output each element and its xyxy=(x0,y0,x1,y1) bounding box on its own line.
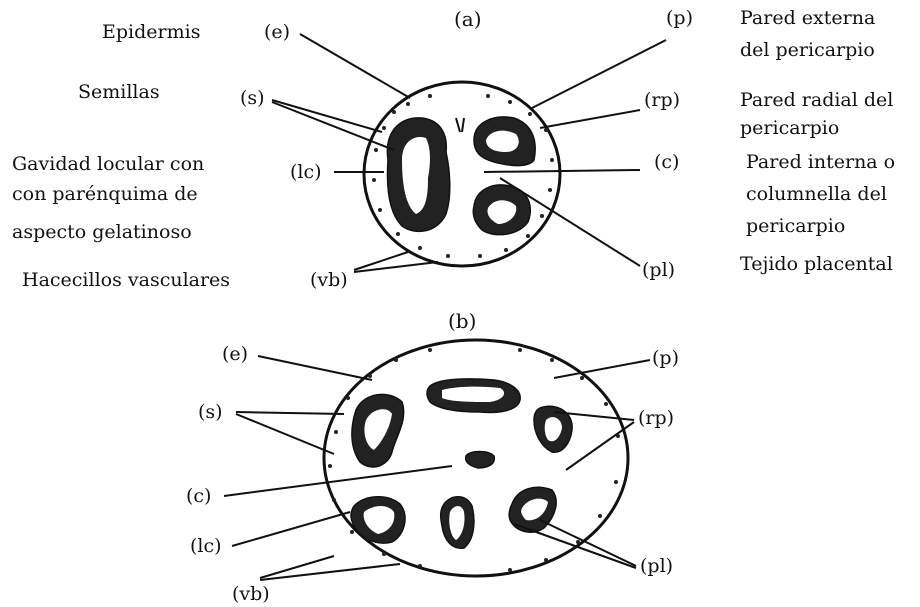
section-a xyxy=(364,82,560,266)
abbr-a-vb: (vb) xyxy=(310,269,348,291)
abbr-a-pl: (pl) xyxy=(642,259,675,281)
panel-title-a: (a) xyxy=(454,7,482,31)
abbr-b-pl: (pl) xyxy=(640,555,673,577)
label-pared-interna-line1: Pared interna o xyxy=(746,151,895,173)
abbr-a-p: (p) xyxy=(666,7,693,29)
center-b xyxy=(466,452,495,469)
abbr-b-lc: (lc) xyxy=(190,535,222,557)
abbr-a-e: (e) xyxy=(264,21,290,43)
label-pared-radial-line1: Pared radial del xyxy=(740,89,893,111)
label-cavidad-line3: aspecto gelatinoso xyxy=(12,221,192,243)
label-tejido-placental: Tejido placental xyxy=(740,253,893,275)
label-pared-externa-line2: del pericarpio xyxy=(740,39,875,61)
abbr-b-p: (p) xyxy=(652,347,679,369)
label-cavidad-line2: con parénquima de xyxy=(12,183,198,205)
label-pared-interna-line3: pericarpio xyxy=(746,215,845,237)
abbr-b-e: (e) xyxy=(222,343,248,365)
label-hacecillos: Hacecillos vasculares xyxy=(22,269,230,291)
abbr-b-vb: (vb) xyxy=(232,583,270,605)
abbr-a-rp: (rp) xyxy=(644,89,680,111)
panel-title-b: (b) xyxy=(448,309,476,333)
abbr-a-lc: (lc) xyxy=(290,161,322,183)
abbr-b-rp: (rp) xyxy=(638,407,674,429)
label-semillas: Semillas xyxy=(78,81,160,103)
label-pared-radial-line2: pericarpio xyxy=(740,117,839,139)
abbr-a-s: (s) xyxy=(240,87,265,109)
abbr-b-s: (s) xyxy=(198,401,223,423)
abbr-a-c: (c) xyxy=(654,151,679,173)
label-pared-externa-line1: Pared externa xyxy=(740,7,875,29)
label-epidermis: Epidermis xyxy=(102,21,200,43)
abbr-b-c: (c) xyxy=(186,485,211,507)
label-cavidad-line1: Gavidad locular con xyxy=(12,153,204,175)
label-pared-interna-line2: columnella del xyxy=(746,183,887,205)
